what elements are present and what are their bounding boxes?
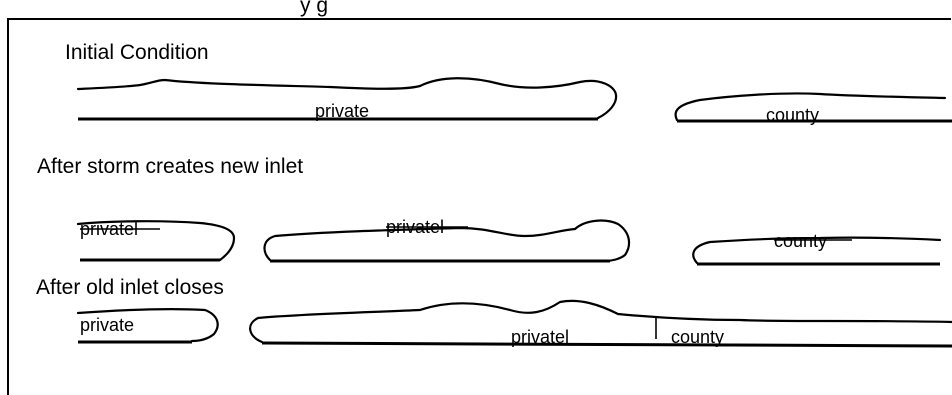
stage-title: After storm creates new inlet bbox=[37, 155, 303, 178]
label-private-merged: privatel bbox=[511, 327, 569, 347]
island-private-small bbox=[76, 308, 219, 343]
figure-frame bbox=[7, 18, 951, 395]
label-county: county bbox=[766, 105, 819, 125]
label-private: private bbox=[315, 101, 369, 121]
stage-initial-condition: Initial Condition private county bbox=[65, 41, 952, 125]
stage-new-inlet: After storm creates new inlet privatel p… bbox=[37, 155, 942, 266]
island-private-small bbox=[76, 220, 236, 262]
label-private-small: private bbox=[80, 315, 134, 335]
stage-old-inlet-closes: After old inlet closes private privatel … bbox=[36, 276, 952, 348]
label-county-merged: county bbox=[671, 327, 724, 347]
island-county bbox=[692, 236, 942, 265]
island-county bbox=[674, 92, 947, 122]
stage-title: Initial Condition bbox=[65, 41, 209, 64]
shoreline-merged bbox=[261, 341, 952, 348]
island-merged bbox=[249, 299, 952, 344]
stage-title: After old inlet closes bbox=[36, 276, 224, 299]
island-private bbox=[76, 77, 618, 120]
island-private-middle bbox=[263, 219, 631, 263]
label-county: county bbox=[774, 231, 827, 251]
partial-top-caption: y g bbox=[300, 0, 328, 17]
